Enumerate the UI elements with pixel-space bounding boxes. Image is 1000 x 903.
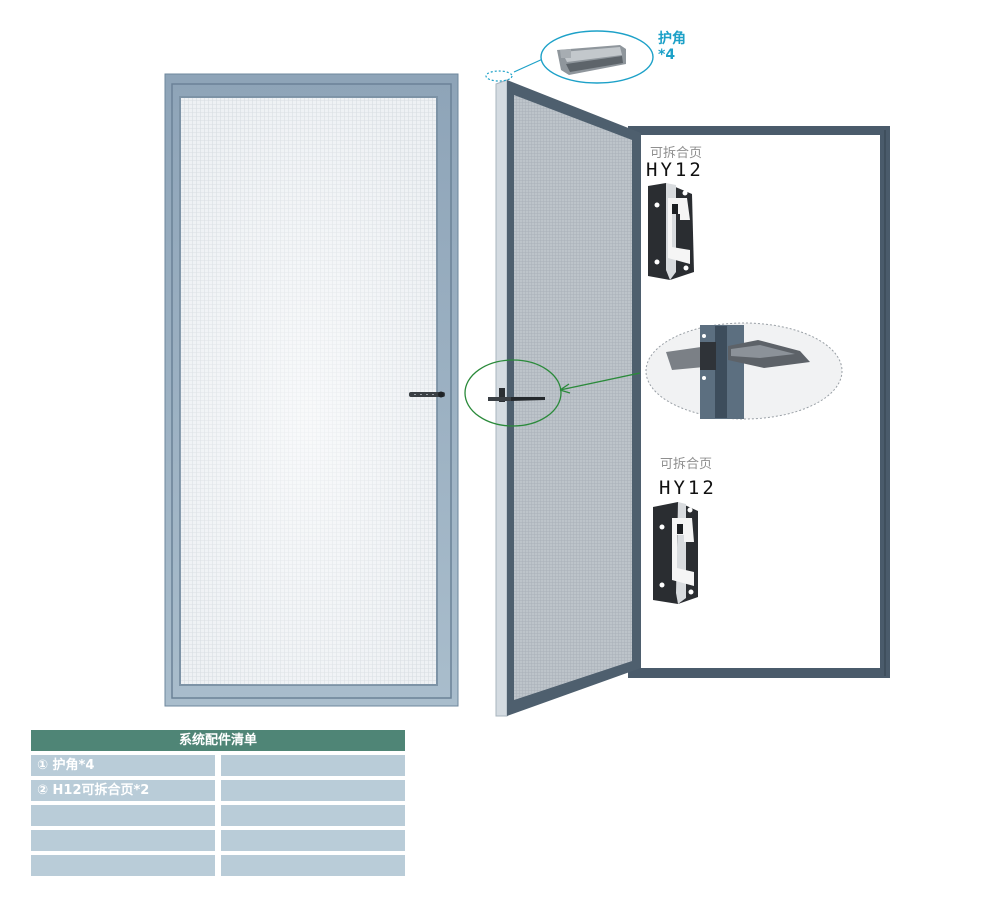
table-row <box>31 805 405 826</box>
callout-arrow <box>559 372 641 391</box>
corner-guard-callout <box>485 30 654 84</box>
table-cell <box>31 830 215 851</box>
table-cell <box>221 755 405 776</box>
handle-detail-zoom <box>645 322 843 420</box>
table-row: ② H12可拆合页*2 <box>31 780 405 801</box>
table-row: ① 护角*4 <box>31 755 405 776</box>
hinge-bottom-label: 可拆合页 <box>660 457 713 472</box>
open-door-handle <box>488 388 545 402</box>
parts-list-title: 系统配件清单 <box>31 730 405 751</box>
parts-list-table: 系统配件清单 ① 护角*4 ② H12可拆合页*2 <box>31 730 405 876</box>
table-row <box>31 830 405 851</box>
table-cell <box>221 805 405 826</box>
handle-callout <box>464 359 641 427</box>
table-cell <box>221 855 405 876</box>
hinge-bottom-icon <box>653 502 698 604</box>
closed-door-handle <box>409 391 445 398</box>
closed-door <box>164 73 459 707</box>
hinge-top-icon <box>648 183 694 280</box>
open-door-leaf <box>488 79 641 717</box>
table-cell <box>221 780 405 801</box>
table-cell <box>31 855 215 876</box>
table-cell: ① 护角*4 <box>31 755 215 776</box>
corner-guard-name: 护角 <box>658 31 686 47</box>
corner-guard-qty: *4 <box>658 47 676 63</box>
corner-guard-label: 护角 *4 <box>658 31 686 63</box>
table-cell: ② H12可拆合页*2 <box>31 780 215 801</box>
hinge-bottom-model: HY12 <box>659 477 717 499</box>
table-cell <box>221 830 405 851</box>
corner-guard-part <box>557 45 626 75</box>
hinge-top-model: HY12 <box>646 159 704 181</box>
hinge-top-label: 可拆合页 <box>650 146 703 161</box>
table-row <box>31 855 405 876</box>
table-cell <box>31 805 215 826</box>
